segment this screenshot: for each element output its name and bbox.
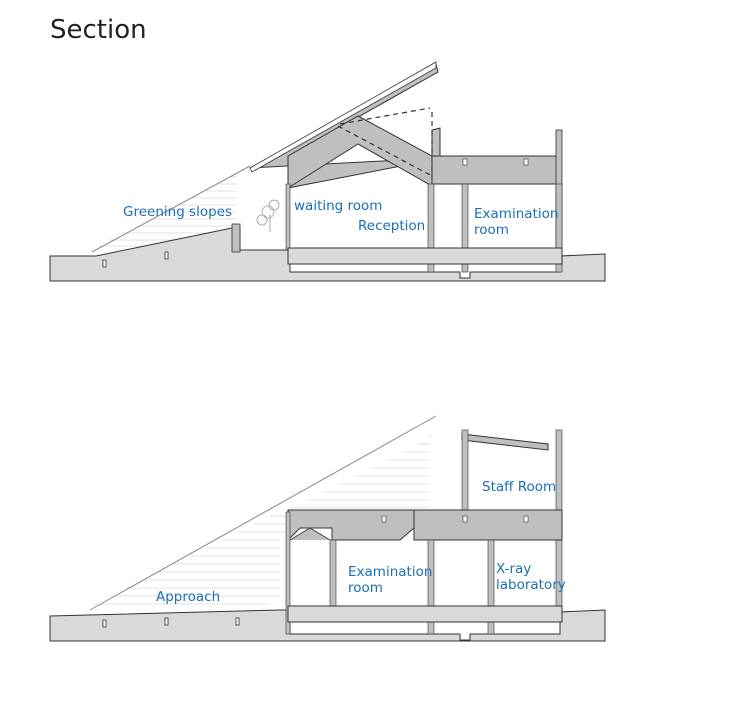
roof-dashed-line [337, 112, 433, 186]
label-line: Examination [474, 206, 559, 222]
wall [329, 539, 337, 609]
post-marker [102, 259, 107, 268]
label-examination-room-upper: Examination room [474, 206, 558, 238]
label-line: X-ray [496, 561, 532, 577]
label-line: room [348, 580, 383, 596]
wall [285, 183, 291, 251]
staff-room-roof [461, 433, 549, 451]
floor-slab-lower [287, 605, 563, 623]
label-waiting-room: waiting room [294, 198, 383, 214]
label-line: room [474, 222, 509, 238]
label-staff-room: Staff Room [482, 479, 557, 495]
label-greening-slopes: Greening slopes [123, 204, 233, 220]
tree-icon [256, 199, 280, 232]
roof-upper [249, 63, 441, 189]
label-xray-laboratory: X-ray laboratory [496, 561, 566, 593]
approach-slope-line [89, 415, 437, 611]
wall [461, 183, 469, 273]
wall [427, 539, 435, 635]
wall [487, 539, 495, 635]
label-line: laboratory [496, 577, 566, 593]
post-marker [164, 251, 169, 260]
lower-section [49, 415, 606, 642]
upper-section [49, 61, 606, 282]
wall [427, 183, 435, 273]
label-approach: Approach [156, 589, 221, 605]
page-title: Section [50, 15, 147, 45]
retaining-wall [231, 223, 241, 253]
right-slab-upper [431, 155, 561, 185]
roof-overhang [249, 61, 437, 173]
post-marker [164, 617, 169, 626]
label-examination-room-lower: Examination room [348, 564, 432, 596]
label-reception: Reception [358, 218, 426, 234]
approach-slope-hatch [94, 435, 432, 605]
wall [285, 511, 291, 635]
floor-slab-upper [287, 247, 563, 265]
slab-staff-floor [413, 509, 563, 541]
greening-slope-line [91, 165, 251, 253]
label-line: Examination [348, 564, 433, 580]
post-marker [235, 617, 240, 626]
post-marker [102, 619, 107, 628]
wall [461, 429, 469, 515]
wall [555, 183, 563, 273]
